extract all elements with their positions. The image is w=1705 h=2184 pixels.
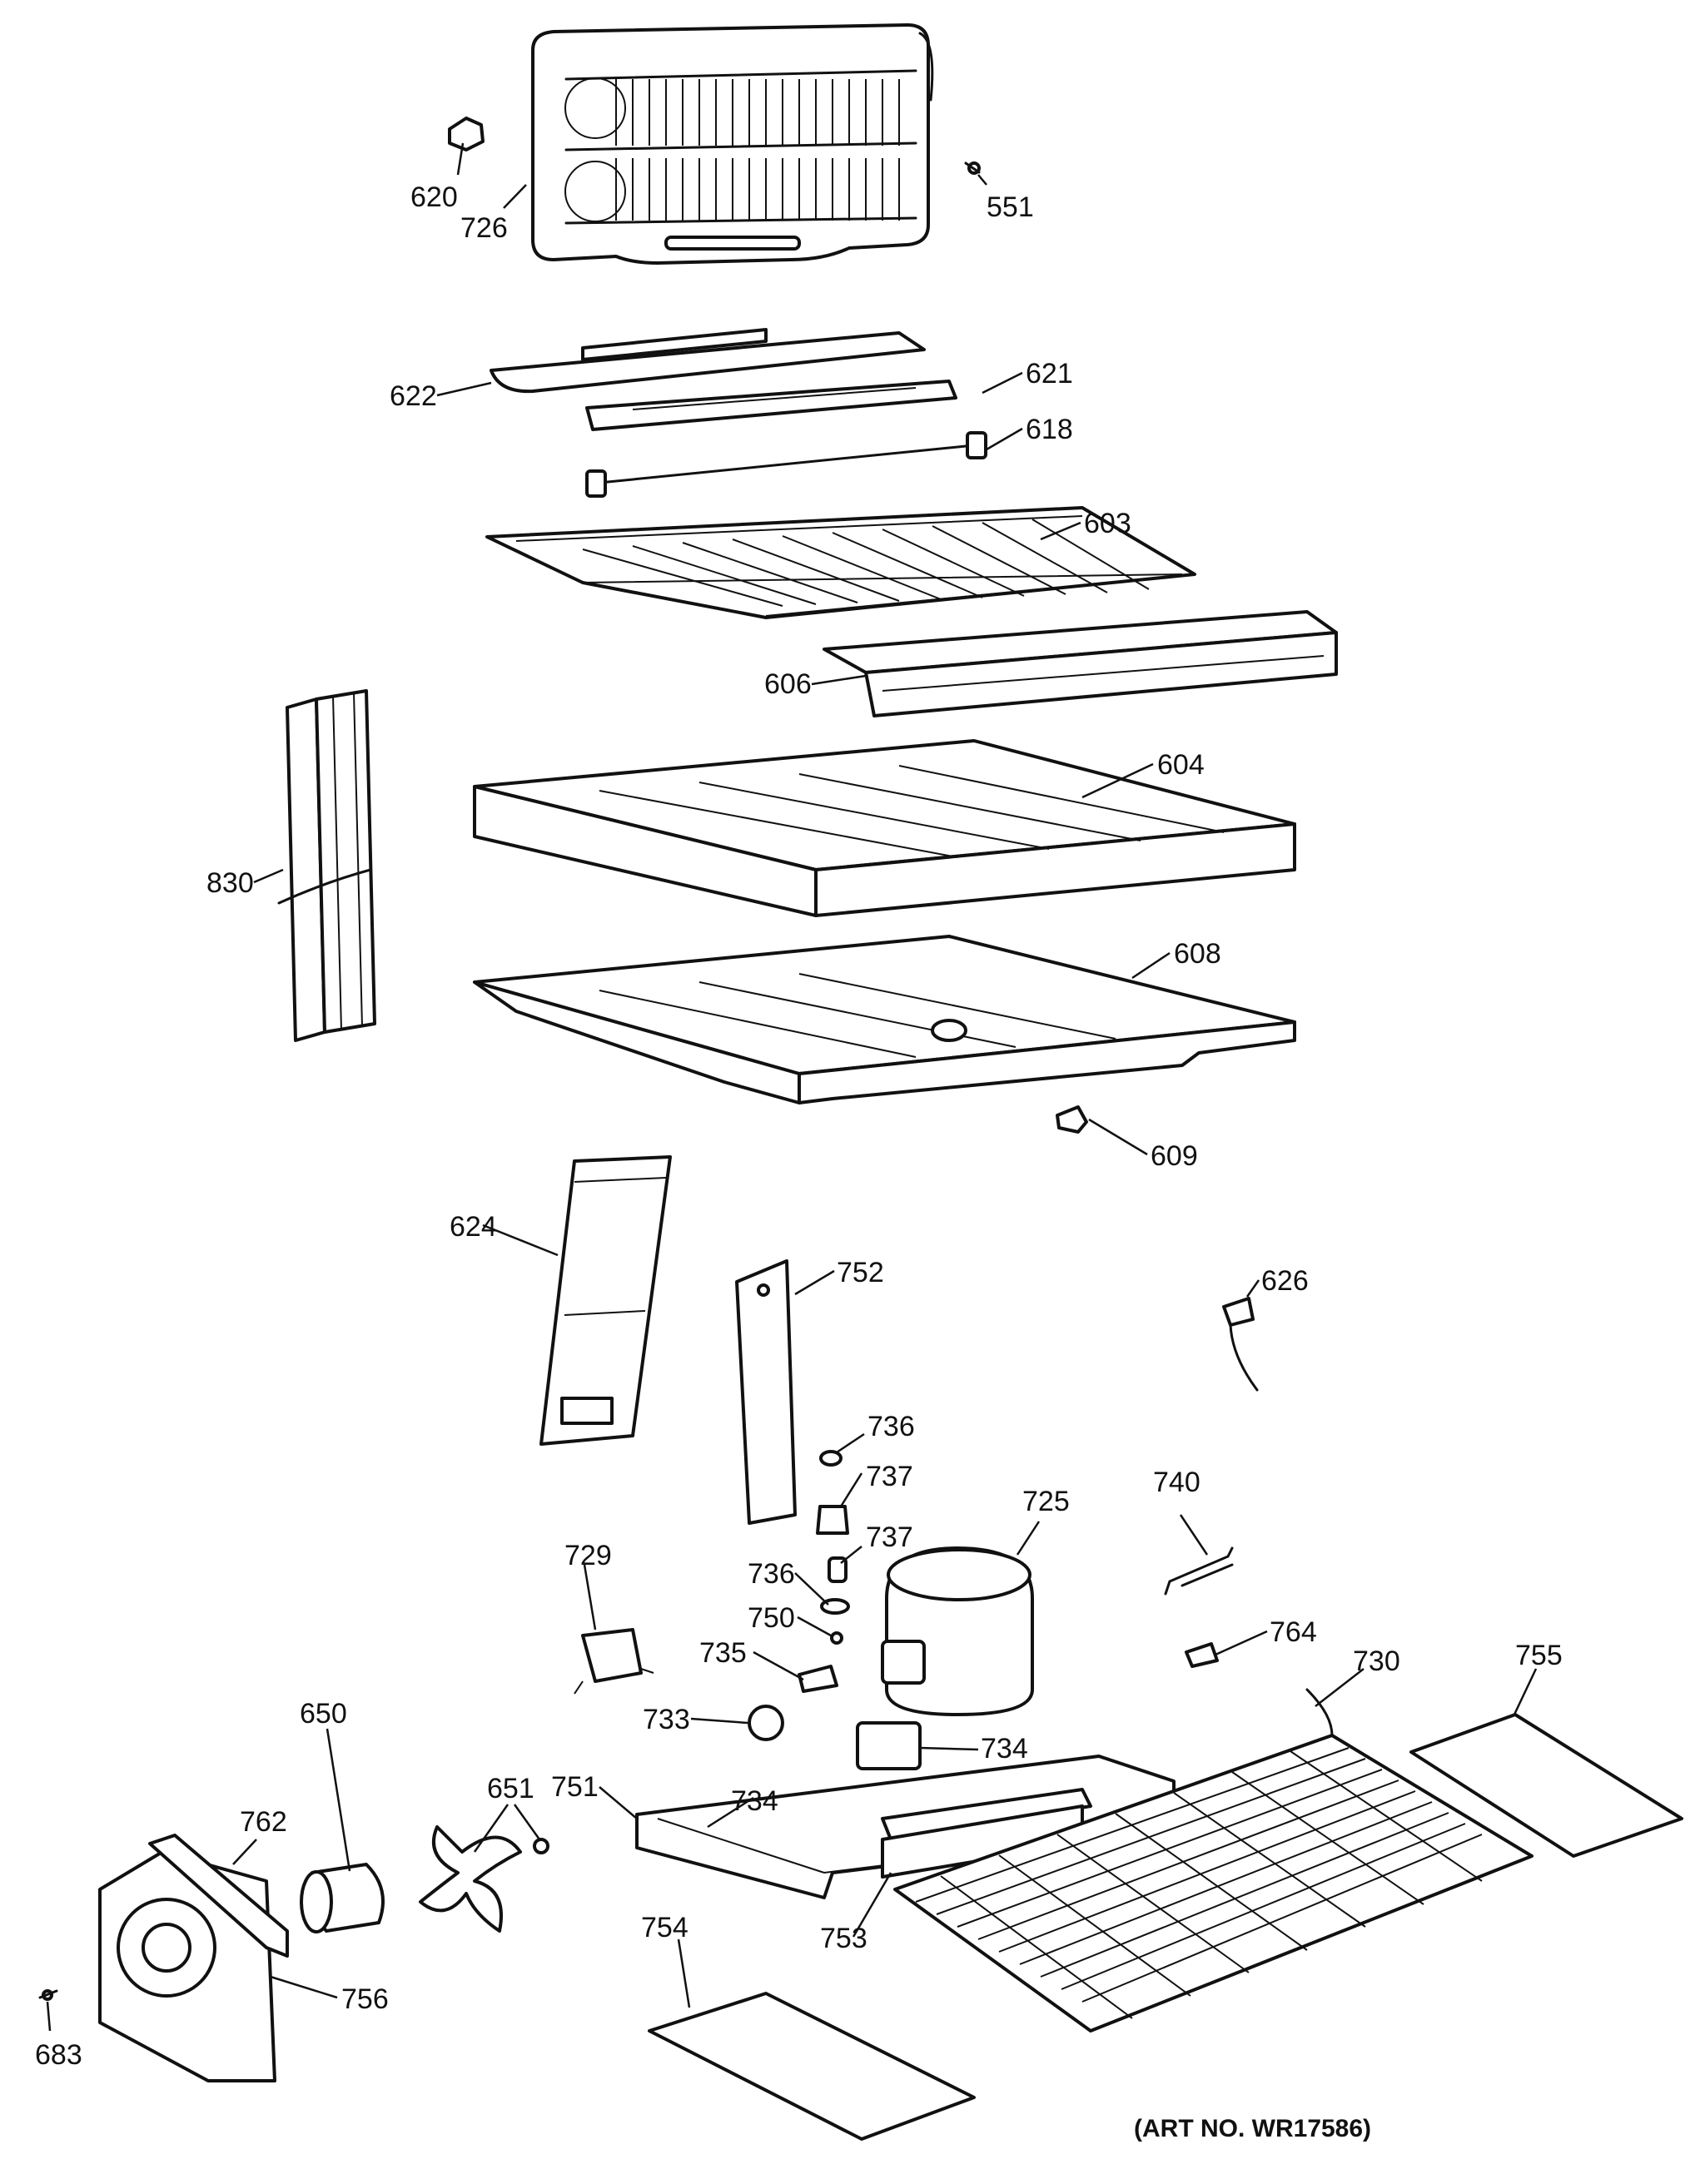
callout-750: 750 bbox=[748, 1602, 795, 1634]
part-620 bbox=[448, 117, 485, 151]
rail-part-621 bbox=[585, 380, 957, 431]
callout-830: 830 bbox=[206, 867, 254, 899]
callout-650: 650 bbox=[300, 1698, 347, 1730]
callout-labels: 551 620 726 622 621 618 603 606 604 830 … bbox=[35, 181, 1563, 2142]
callout-622: 622 bbox=[390, 380, 437, 412]
relay-part-729 bbox=[574, 1628, 654, 1695]
callout-603: 603 bbox=[1084, 508, 1131, 539]
grommets-parts-736-737 bbox=[816, 1450, 850, 1645]
callout-620: 620 bbox=[410, 181, 458, 213]
callout-736-top: 736 bbox=[867, 1411, 915, 1442]
part-753 bbox=[881, 1788, 1092, 1879]
callout-735: 735 bbox=[699, 1637, 747, 1669]
callout-764: 764 bbox=[1270, 1616, 1317, 1648]
shelf-part-603 bbox=[485, 506, 1196, 619]
callout-754: 754 bbox=[641, 1912, 688, 1943]
callout-604: 604 bbox=[1157, 749, 1205, 781]
callout-751: 751 bbox=[551, 1771, 599, 1803]
callout-752: 752 bbox=[837, 1257, 884, 1288]
art-number: (ART NO. WR17586) bbox=[1134, 2115, 1371, 2142]
callout-609: 609 bbox=[1151, 1140, 1198, 1172]
shroud-part-756 bbox=[98, 1850, 276, 2082]
screw-part-551 bbox=[964, 161, 981, 175]
evaporator-part-726 bbox=[531, 23, 934, 265]
part-764 bbox=[1185, 1642, 1219, 1668]
callout-734-right: 734 bbox=[981, 1733, 1028, 1765]
harness-part-740 bbox=[1164, 1546, 1234, 1596]
callout-736-bottom: 736 bbox=[748, 1558, 795, 1590]
callout-737-top: 737 bbox=[866, 1461, 913, 1492]
motor-part-650 bbox=[300, 1863, 385, 1933]
callout-606: 606 bbox=[764, 668, 812, 700]
callout-737-bottom: 737 bbox=[866, 1521, 913, 1553]
callout-733: 733 bbox=[643, 1704, 690, 1735]
callout-762: 762 bbox=[240, 1806, 287, 1838]
pad-part-755 bbox=[1409, 1713, 1683, 1858]
callout-753: 753 bbox=[820, 1923, 867, 1954]
seal-part-762 bbox=[148, 1834, 289, 1958]
callout-734-left: 734 bbox=[731, 1785, 778, 1817]
cord-part-626 bbox=[1222, 1297, 1259, 1392]
heater-part-618 bbox=[585, 431, 987, 498]
callout-683: 683 bbox=[35, 2039, 82, 2071]
callout-626: 626 bbox=[1261, 1265, 1309, 1297]
compressor-part-725 bbox=[881, 1546, 1034, 1716]
callout-551: 551 bbox=[987, 191, 1034, 223]
channel-part-830 bbox=[277, 689, 376, 1042]
callout-621: 621 bbox=[1026, 358, 1073, 390]
pad-part-754 bbox=[648, 1992, 976, 2141]
bracket-part-752 bbox=[735, 1259, 797, 1525]
duct-part-624 bbox=[539, 1155, 672, 1446]
screw-part-683 bbox=[38, 1989, 58, 2001]
callout-651: 651 bbox=[487, 1773, 534, 1804]
fan-blade-part-651 bbox=[419, 1825, 549, 1933]
callout-756: 756 bbox=[341, 1983, 389, 2015]
condenser-part-730 bbox=[893, 1688, 1534, 2033]
callout-729: 729 bbox=[564, 1540, 612, 1571]
cover-part-622 bbox=[490, 328, 926, 394]
callout-730: 730 bbox=[1353, 1645, 1400, 1677]
tray-part-608 bbox=[473, 935, 1296, 1104]
callout-725: 725 bbox=[1022, 1486, 1070, 1517]
callout-624: 624 bbox=[450, 1211, 497, 1243]
electrical-parts-733-734-735 bbox=[748, 1665, 922, 1770]
callout-618: 618 bbox=[1026, 414, 1073, 445]
shelf-part-604 bbox=[473, 739, 1296, 917]
part-609 bbox=[1056, 1105, 1088, 1134]
callout-740: 740 bbox=[1153, 1467, 1200, 1498]
leader-lines bbox=[46, 142, 1538, 2032]
callout-608: 608 bbox=[1174, 938, 1221, 970]
callout-726: 726 bbox=[460, 212, 508, 244]
cover-part-606 bbox=[823, 610, 1338, 717]
callout-755: 755 bbox=[1515, 1640, 1563, 1671]
